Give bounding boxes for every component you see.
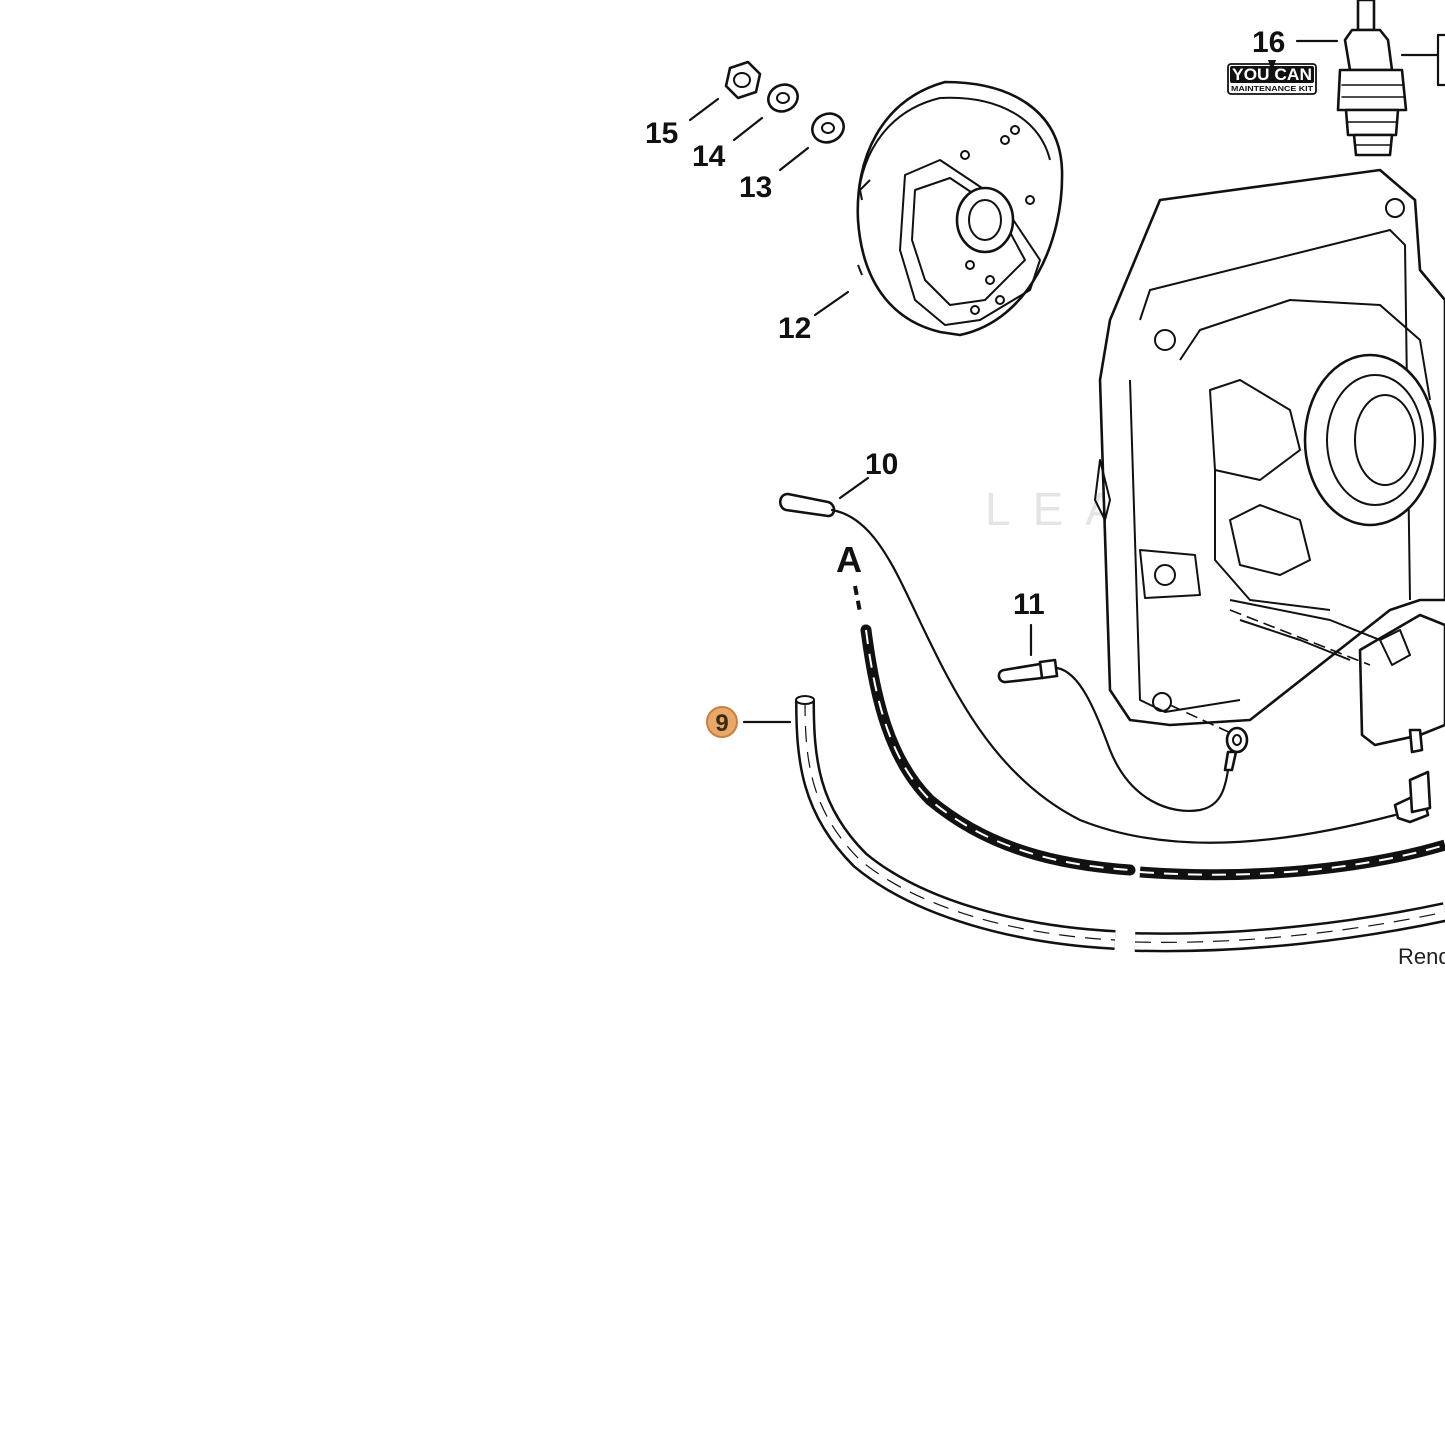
flywheel	[856, 80, 1064, 337]
fuel-hose	[795, 695, 1445, 953]
logo-sub-text: MAINTENANCE KIT	[1231, 84, 1313, 93]
youcan-logo: YOU CAN MAINTENANCE KIT	[1227, 60, 1317, 95]
callout-9[interactable]: 9	[715, 710, 728, 737]
callout-16: 16	[1252, 26, 1285, 59]
logo-main-text: YOU CAN	[1232, 65, 1312, 84]
callout-11: 11	[1013, 588, 1045, 621]
connector-label-a: A	[836, 539, 862, 580]
callout-9-highlight[interactable]	[706, 706, 738, 738]
washer-13	[811, 112, 845, 144]
callout-12: 12	[778, 312, 811, 345]
lock-washer-14	[767, 83, 799, 113]
ignition-module	[1358, 613, 1445, 754]
thick-cable	[860, 624, 1445, 881]
wire-11	[997, 658, 1249, 812]
wire-10	[778, 492, 1432, 844]
callout-10: 10	[865, 448, 898, 481]
callout-15: 15	[645, 117, 678, 150]
nut-15	[724, 60, 762, 100]
engine-housing	[1094, 168, 1445, 727]
callout-14: 14	[692, 140, 726, 173]
spark-plug	[1336, 0, 1445, 157]
footer-text: Rend	[1398, 944, 1445, 969]
callout-13: 13	[739, 171, 772, 204]
